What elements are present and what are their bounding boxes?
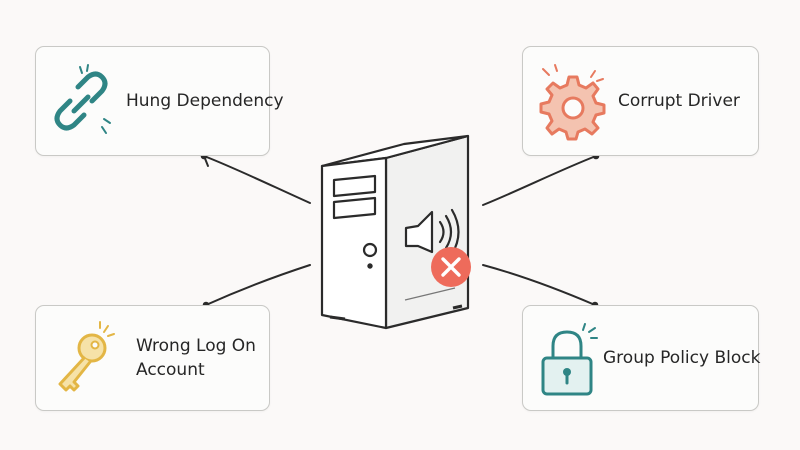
connector-hung-dependency [203,155,311,204]
speaker-icon [404,208,460,256]
connector-group-policy [482,264,596,306]
key-spark-2 [107,333,115,337]
power-led [367,263,373,269]
speaker-wave-2 [444,214,453,250]
speaker-body [404,210,434,254]
chain-spark-1 [79,66,83,74]
chain-link-center [71,94,91,114]
padlock-keyhole [563,368,571,376]
connector-wrong-logon [205,264,311,306]
speaker-wave-1 [438,220,445,244]
chain-spark-4 [101,126,107,134]
chain-link-icon [54,64,111,134]
padlock-spark-1 [582,323,586,331]
cause-card-hung-dependency: Hung Dependency [35,46,284,156]
computer-tower-icon [320,134,470,330]
cause-label: Hung Dependency [126,91,284,111]
cause-card-corrupt-driver: Corrupt Driver [522,46,759,156]
drive-bay-1 [332,174,377,198]
power-button [362,242,378,258]
chain-link-2 [54,98,87,131]
key-spark-1 [103,325,109,333]
tower-foot-left [329,315,346,321]
error-x-mark [441,257,461,277]
tower-side-lines [404,287,456,301]
key-icon [58,321,115,392]
connector-corrupt-driver [482,155,597,206]
padlock-icon [541,323,598,396]
gear-spark-2 [554,64,558,72]
cause-card-wrong-logon-account: Wrong Log On Account [35,305,270,411]
chain-spark-2 [86,64,89,72]
tower-foot-right [452,304,463,310]
cause-label: Wrong Log On Account [136,336,256,380]
cause-card-group-policy-block: Group Policy Block [522,305,761,411]
gear-hole [561,96,585,120]
connectors [203,155,597,306]
chain-link-1 [75,71,108,104]
gear-icon [539,64,606,141]
cause-label: Corrupt Driver [618,91,740,111]
gear-spark-1 [542,68,550,76]
gear-spark-3 [590,70,596,78]
drive-bay-2 [332,196,377,220]
key-bow-hole [90,340,100,350]
padlock-spark-2 [588,327,596,333]
key-shaft [58,356,92,392]
gear-spark-4 [596,78,604,82]
padlock-shackle [551,330,583,360]
error-x-icon [431,247,471,287]
cause-label: Group Policy Block [603,348,761,368]
chain-spark-3 [103,118,111,124]
